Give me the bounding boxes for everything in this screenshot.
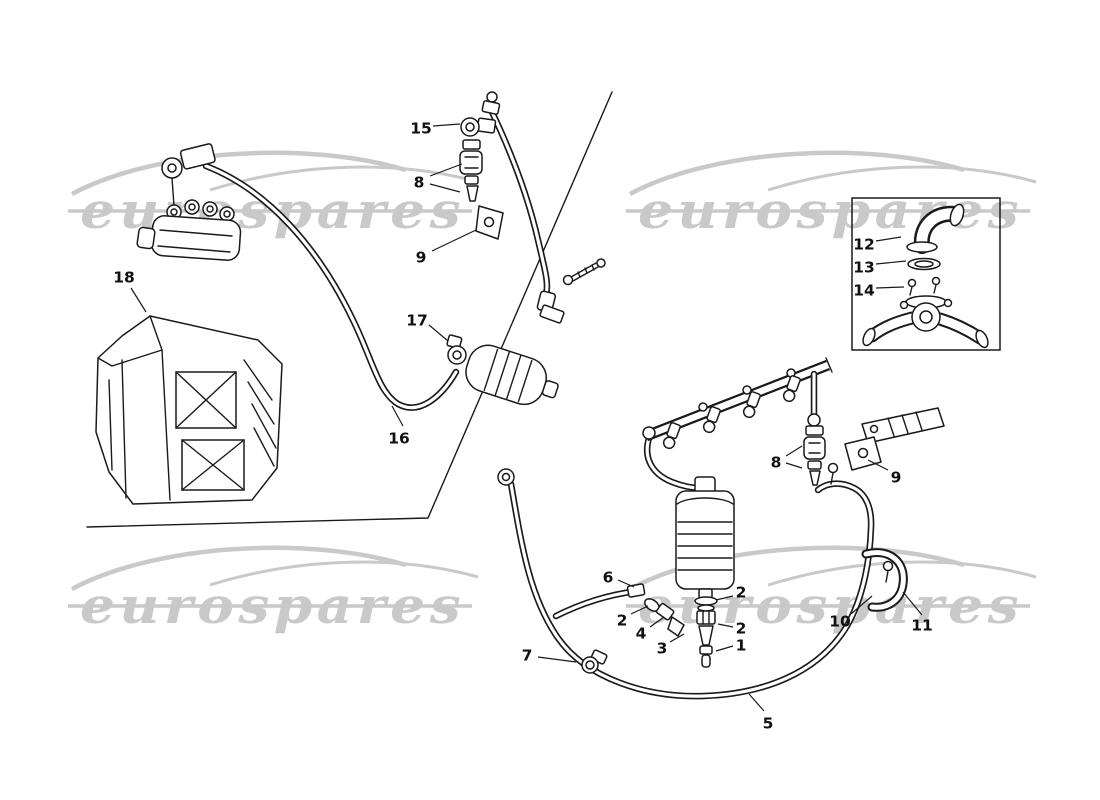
callout-17: 17 — [406, 312, 428, 330]
callout-leader-2 — [630, 605, 649, 615]
callout-leader-11 — [902, 591, 923, 616]
watermark-text: eurospares — [638, 181, 1023, 240]
callout-leader-17 — [428, 324, 449, 342]
callout-leader-8 — [429, 163, 463, 177]
callout-8: 8 — [771, 454, 782, 472]
fuel-rail — [643, 357, 832, 439]
chassis-bracket — [861, 407, 945, 444]
callout-leader-5 — [748, 693, 765, 712]
fuel-injector — [782, 375, 801, 403]
callout-8: 8 — [414, 174, 425, 192]
mounting-screw — [562, 258, 606, 286]
callout-leader-4 — [649, 616, 665, 628]
callout-leader-2 — [715, 595, 734, 601]
callout-leader-13 — [875, 260, 907, 265]
bolt-8-right — [827, 462, 839, 485]
watermark-top-right: eurospares — [626, 150, 1037, 240]
callout-7: 7 — [522, 647, 533, 665]
diagram-line-art — [86, 91, 1001, 696]
callout-11: 11 — [911, 617, 933, 635]
fuel-injector — [702, 406, 721, 434]
p-clip-7 — [581, 649, 608, 674]
callout-18: 18 — [113, 269, 135, 287]
callout-leader-14 — [875, 286, 905, 289]
hose-end-fitting — [536, 290, 565, 324]
callout-leader-9 — [867, 459, 889, 471]
callout-16: 16 — [388, 430, 410, 448]
banjo-bolt-15 — [460, 117, 497, 137]
damper-fitting-8-right — [803, 370, 826, 486]
gasket-13 — [907, 257, 941, 271]
callout-leader-8 — [785, 462, 803, 469]
callout-2: 2 — [736, 584, 747, 602]
hose-ring-end — [497, 468, 515, 486]
distribution-block — [136, 199, 242, 261]
callout-leader-8 — [429, 183, 461, 193]
bracket-9-left — [475, 205, 504, 240]
callout-12: 12 — [853, 236, 875, 254]
callout-leader-9 — [431, 229, 477, 252]
support-clamp-10-11 — [866, 553, 903, 608]
bracket-9-right — [844, 436, 882, 471]
air-elbow-12 — [906, 203, 965, 252]
callout-10: 10 — [829, 613, 851, 631]
callout-leader-1 — [715, 645, 734, 652]
damper-fitting-8-left — [459, 139, 483, 202]
thermostat-housing — [862, 295, 989, 349]
accumulator-canister — [465, 344, 559, 406]
callout-leader-15 — [432, 123, 461, 127]
return-hose-15 — [492, 112, 547, 294]
callout-leader-8 — [785, 445, 803, 457]
watermark-text: eurospares — [80, 576, 465, 635]
callout-1: 1 — [736, 637, 747, 655]
callout-2: 2 — [617, 612, 628, 630]
watermark-bottom-left: eurospares — [68, 545, 479, 635]
callout-6: 6 — [603, 569, 614, 587]
union-stack — [694, 596, 718, 668]
watermark-top-left: eurospares — [68, 150, 479, 240]
callout-leader-2 — [717, 623, 734, 628]
callout-leader-18 — [130, 287, 147, 313]
callout-9: 9 — [416, 249, 427, 267]
inlet-union-left — [644, 598, 685, 637]
banjo-fitting-top-left — [161, 143, 216, 207]
studs-14 — [907, 276, 941, 296]
callout-3: 3 — [657, 640, 668, 658]
callout-leader-16 — [391, 405, 404, 427]
callout-leader-3 — [669, 633, 685, 643]
fuel-filter — [675, 476, 735, 599]
callout-14: 14 — [853, 282, 875, 300]
callout-leader-12 — [875, 236, 902, 242]
section-boundary-lines — [86, 91, 613, 528]
callout-13: 13 — [853, 259, 875, 277]
callout-leader-10 — [850, 595, 873, 615]
callout-9: 9 — [891, 469, 902, 487]
callout-5: 5 — [763, 715, 774, 733]
callout-leader-7 — [537, 656, 577, 663]
hose-clamp-17 — [446, 334, 467, 365]
callout-4: 4 — [636, 625, 647, 643]
engine-cover-18 — [95, 315, 283, 505]
hose-6-fitting — [626, 583, 646, 598]
callout-leader-6 — [617, 579, 635, 588]
callout-2: 2 — [736, 620, 747, 638]
fuel-injector — [662, 422, 681, 450]
fuel-injector — [742, 391, 761, 419]
inset-box — [851, 197, 1001, 351]
callout-15: 15 — [410, 120, 432, 138]
top-stub-fitting — [481, 91, 501, 115]
